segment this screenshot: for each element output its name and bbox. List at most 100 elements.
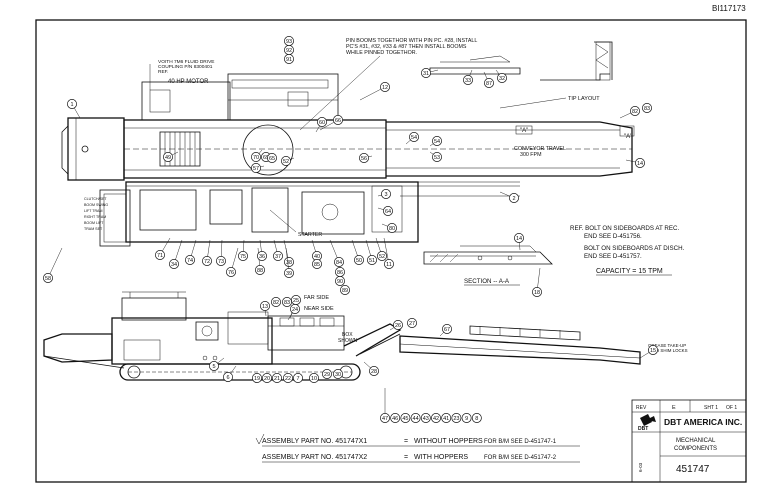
part-balloon: 15	[639, 345, 658, 359]
balloon-number: 13	[262, 304, 268, 310]
balloon-number: 75	[240, 254, 246, 260]
balloon-number: 49	[165, 155, 171, 161]
part-balloon: 14	[625, 158, 645, 168]
balloon-number: 36	[259, 254, 265, 260]
part-balloon: 50	[351, 239, 364, 265]
part-balloon: 36	[257, 239, 267, 261]
part-balloon: 71	[155, 237, 171, 260]
part-balloon: 24	[287, 304, 300, 321]
balloon-number: 28	[371, 369, 377, 375]
balloon-number: 11	[386, 262, 392, 268]
part-balloon: 70	[251, 149, 263, 162]
balloon-number: 72	[204, 259, 210, 265]
balloon-number: 64	[385, 209, 391, 215]
part-balloon: 52	[375, 237, 387, 261]
part-balloon: 80	[381, 223, 397, 233]
part-balloon: 7	[293, 373, 303, 383]
balloon-number: 80	[389, 226, 395, 232]
balloon-number: 82	[273, 300, 279, 306]
balloon-number: 42	[433, 416, 439, 422]
balloon-number: 18	[534, 290, 540, 296]
part-balloon: 1	[67, 99, 81, 119]
part-balloon: 92	[284, 45, 294, 55]
balloon-number: 76	[228, 270, 234, 276]
part-balloon: 5	[209, 357, 225, 371]
balloon-number: 40	[314, 254, 320, 260]
section-a-a	[423, 245, 553, 265]
balloon-number: 41	[443, 416, 449, 422]
svg-text:=: =	[404, 438, 408, 445]
balloon-number: 86	[337, 270, 343, 276]
part-balloon: 58	[43, 247, 63, 283]
note-tip-layout: TIP LAYOUT	[568, 96, 600, 102]
plan-view	[61, 73, 635, 247]
balloon-number: 54	[411, 135, 417, 141]
note-grease-1: GREASE TAKE-UP	[648, 343, 686, 348]
balloon-number: 65	[269, 156, 275, 162]
logo-text: DBT	[638, 426, 648, 432]
balloon-number: 34	[171, 262, 177, 268]
balloon-number: 82	[632, 109, 638, 115]
part-balloon: 39	[284, 247, 294, 278]
part-balloon: 12	[359, 82, 390, 101]
note-conveyor-travel-1: CONVEYOR TRAVEL	[514, 146, 566, 152]
svg-text:TRAM SET: TRAM SET	[84, 227, 103, 231]
balloon-number: 22	[285, 376, 291, 382]
balloon-number: 30	[335, 372, 341, 378]
part-balloon: 27	[407, 318, 417, 328]
title-line1: MECHANICAL	[676, 438, 716, 444]
part-balloon: 9	[461, 413, 472, 423]
company-name: DBT AMERICA INC.	[664, 417, 742, 427]
part-balloon: 29	[322, 369, 332, 379]
part-balloon: 20	[262, 373, 272, 383]
note-sideboards-disch-2: END SEE D-451757.	[584, 253, 642, 260]
note-box-shown-1: BOX	[342, 332, 353, 338]
balloon-number: 60	[319, 120, 325, 126]
balloon-number: 19	[254, 376, 260, 382]
balloon-number: 10	[311, 376, 317, 382]
sheet-number: SHT 1	[704, 405, 718, 411]
balloon-number: 54	[434, 139, 440, 145]
svg-text:CLUTCH/SET: CLUTCH/SET	[84, 197, 107, 201]
assembly-line1-desc: WITHOUT HOPPERS	[414, 438, 483, 445]
elevation-view	[43, 291, 641, 381]
balloon-number: 20	[264, 376, 270, 382]
balloon-number: 73	[218, 259, 224, 265]
part-balloon: 54	[405, 132, 419, 145]
note-sideboards-rec-1: REF. BOLT ON SIDEBOARDS AT REC.	[570, 225, 680, 232]
note-fluid-drive-1: VOITH 7M6 FLUID DRIVE	[158, 59, 215, 65]
section-mark-a: "A"	[520, 128, 528, 134]
svg-text:BOOM LIFT: BOOM LIFT	[84, 221, 104, 225]
balloon-number: 15	[650, 348, 656, 354]
part-balloon: 91	[284, 54, 294, 64]
balloon-number: 67	[444, 327, 450, 333]
dbt-logo-icon	[640, 414, 656, 426]
balloon-number: 9	[465, 416, 468, 422]
balloon-number: 2	[512, 196, 515, 202]
part-balloon: 14	[514, 233, 524, 251]
part-balloon: 42	[431, 413, 441, 423]
balloon-number: 90	[337, 279, 343, 285]
balloon-number: 14	[516, 236, 522, 242]
balloon-number: 46	[392, 416, 398, 422]
part-balloon: 10	[309, 373, 319, 383]
part-balloon: 49	[163, 151, 179, 162]
balloon-number: 87	[486, 81, 492, 87]
assembly-line2-ref: FOR B/M SEE D-451747-2	[484, 455, 557, 461]
part-balloon: 83	[642, 103, 652, 113]
part-balloon: 19	[252, 373, 262, 383]
balloon-number: 88	[257, 268, 263, 274]
balloon-number: 29	[324, 372, 330, 378]
balloon-number: 3	[384, 192, 387, 198]
part-balloon: 38	[283, 239, 294, 267]
part-balloon: 85	[312, 259, 322, 269]
part-balloon: 23	[451, 413, 462, 423]
part-balloon: 93	[284, 36, 294, 46]
part-balloon: 74	[185, 239, 197, 265]
part-balloon: 40	[311, 239, 322, 261]
balloon-number: 74	[187, 258, 193, 264]
sheet-of: OF 1	[726, 405, 737, 411]
balloon-number: 51	[369, 258, 375, 264]
rev-value: E	[672, 405, 676, 411]
